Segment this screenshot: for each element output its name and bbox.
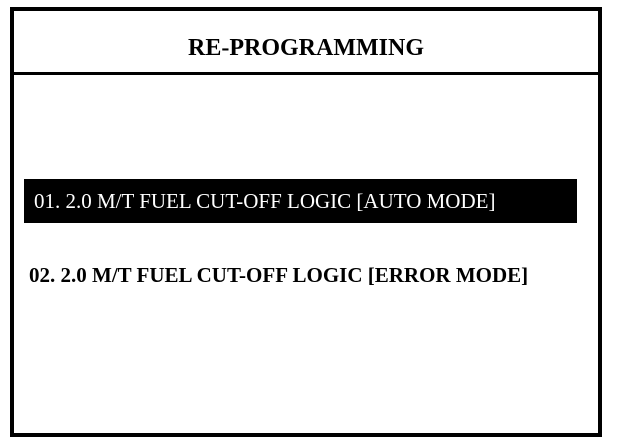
menu-item-auto-mode[interactable]: 01. 2.0 M/T FUEL CUT-OFF LOGIC [AUTO MOD… xyxy=(24,179,577,223)
reprogramming-screen: RE-PROGRAMMING 01. 2.0 M/T FUEL CUT-OFF … xyxy=(10,7,602,437)
page-title: RE-PROGRAMMING xyxy=(188,35,424,61)
title-bar: RE-PROGRAMMING xyxy=(14,11,598,75)
menu-item-label: 01. 2.0 M/T FUEL CUT-OFF LOGIC [AUTO MOD… xyxy=(34,188,496,213)
menu-item-error-mode[interactable]: 02. 2.0 M/T FUEL CUT-OFF LOGIC [ERROR MO… xyxy=(24,253,528,297)
menu-item-label: 02. 2.0 M/T FUEL CUT-OFF LOGIC [ERROR MO… xyxy=(29,262,529,287)
